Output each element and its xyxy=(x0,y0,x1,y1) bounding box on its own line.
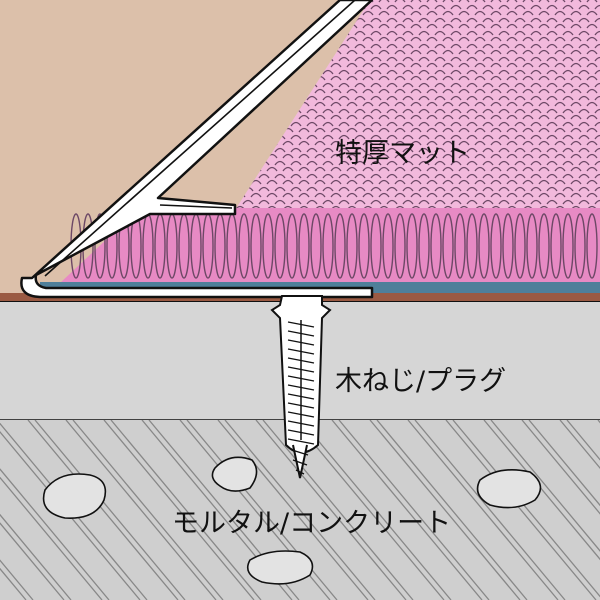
concrete-hatch-line xyxy=(293,420,445,600)
label-mat: 特厚マット xyxy=(335,138,470,169)
mat-coil-loop xyxy=(346,213,358,279)
mat-coil-loop xyxy=(94,213,106,279)
concrete-hatch-line xyxy=(217,420,369,600)
screw-tip-thread xyxy=(291,449,309,475)
concrete-aggregates xyxy=(42,456,542,585)
mat-coil-loop xyxy=(490,213,502,279)
mat-coil-loop xyxy=(250,213,262,279)
concrete-hatch-line xyxy=(483,420,600,561)
concrete-hatch-line xyxy=(0,567,27,600)
concrete-hatch-line xyxy=(376,420,528,600)
concrete-hatch-line xyxy=(407,420,559,600)
mat-coil-loop xyxy=(286,213,298,279)
concrete-hatch-line xyxy=(0,522,65,600)
concrete-hatch-line xyxy=(0,513,72,600)
mat-coil-loop xyxy=(430,213,442,279)
mat-coil-loop xyxy=(310,213,322,279)
mat-coil-loop xyxy=(334,213,346,279)
concrete-hatch-line xyxy=(224,420,376,600)
edge-trim-inner-line xyxy=(44,0,356,277)
concrete-hatch-line xyxy=(0,559,34,600)
concrete-hatch-line xyxy=(452,420,600,598)
mat-coil-loop xyxy=(574,213,586,279)
mat-coil-loop xyxy=(478,213,490,279)
screw-and-plug xyxy=(270,295,332,479)
mat-core-layer xyxy=(60,208,600,283)
mat-coil-loop xyxy=(466,213,478,279)
mat-coil-loop xyxy=(298,213,310,279)
concrete-hatch-line xyxy=(110,420,262,600)
mat-coil-loop xyxy=(322,213,334,279)
concrete-hatch-line xyxy=(521,420,600,515)
label-screw-plug: 木ねじ/プラグ xyxy=(335,366,506,397)
mat-coil-loop xyxy=(382,213,394,279)
concrete-hatch-line xyxy=(566,420,600,461)
mat-coil-loop xyxy=(454,213,466,279)
mat-coil-loop xyxy=(502,213,514,279)
concrete-hatch-line xyxy=(34,420,186,600)
concrete-hatch-line xyxy=(331,420,483,600)
concrete-hatch-line xyxy=(65,420,217,600)
mat-coil-loop xyxy=(442,213,454,279)
mat-coil-loop xyxy=(550,213,562,279)
mat-coil-loop xyxy=(586,213,598,279)
mat-coil-loop xyxy=(262,213,274,279)
concrete-hatch-line xyxy=(255,420,407,600)
concrete-hatch-line xyxy=(262,420,414,600)
concrete-hatch-line xyxy=(300,420,452,600)
concrete-hatch-line xyxy=(490,420,600,552)
edge-trim-profile xyxy=(20,0,374,299)
mat-coil-loop xyxy=(562,213,574,279)
label-substrate: モルタル/コンクリート xyxy=(172,508,451,539)
concrete-hatch-line xyxy=(559,420,600,470)
mat-coil-loop xyxy=(394,213,406,279)
mat-coil-loop xyxy=(406,213,418,279)
mat-coil-loop xyxy=(514,213,526,279)
concrete-hatch-line xyxy=(528,420,600,507)
concrete-hatch-line xyxy=(369,420,521,600)
mat-coil-loop xyxy=(526,213,538,279)
concrete-hatch-line xyxy=(0,476,103,600)
concrete-hatch-line xyxy=(445,420,597,600)
edge-trim-return xyxy=(159,204,233,209)
mat-coil-loop xyxy=(358,213,370,279)
mat-coil-loop xyxy=(538,213,550,279)
concrete-hatch-line xyxy=(414,420,566,600)
concrete-hatch-line xyxy=(0,468,110,600)
mat-coil-loop xyxy=(238,213,250,279)
concrete-hatch-line xyxy=(72,420,224,600)
mat-coil-loop xyxy=(370,213,382,279)
concrete-hatch-line xyxy=(27,420,179,600)
concrete-hatch-line xyxy=(338,420,490,600)
mat-coil-loop xyxy=(274,213,286,279)
mat-top-texture-offset xyxy=(235,0,600,210)
mat-coil-loop xyxy=(418,213,430,279)
concrete-hatch-line xyxy=(103,420,255,600)
